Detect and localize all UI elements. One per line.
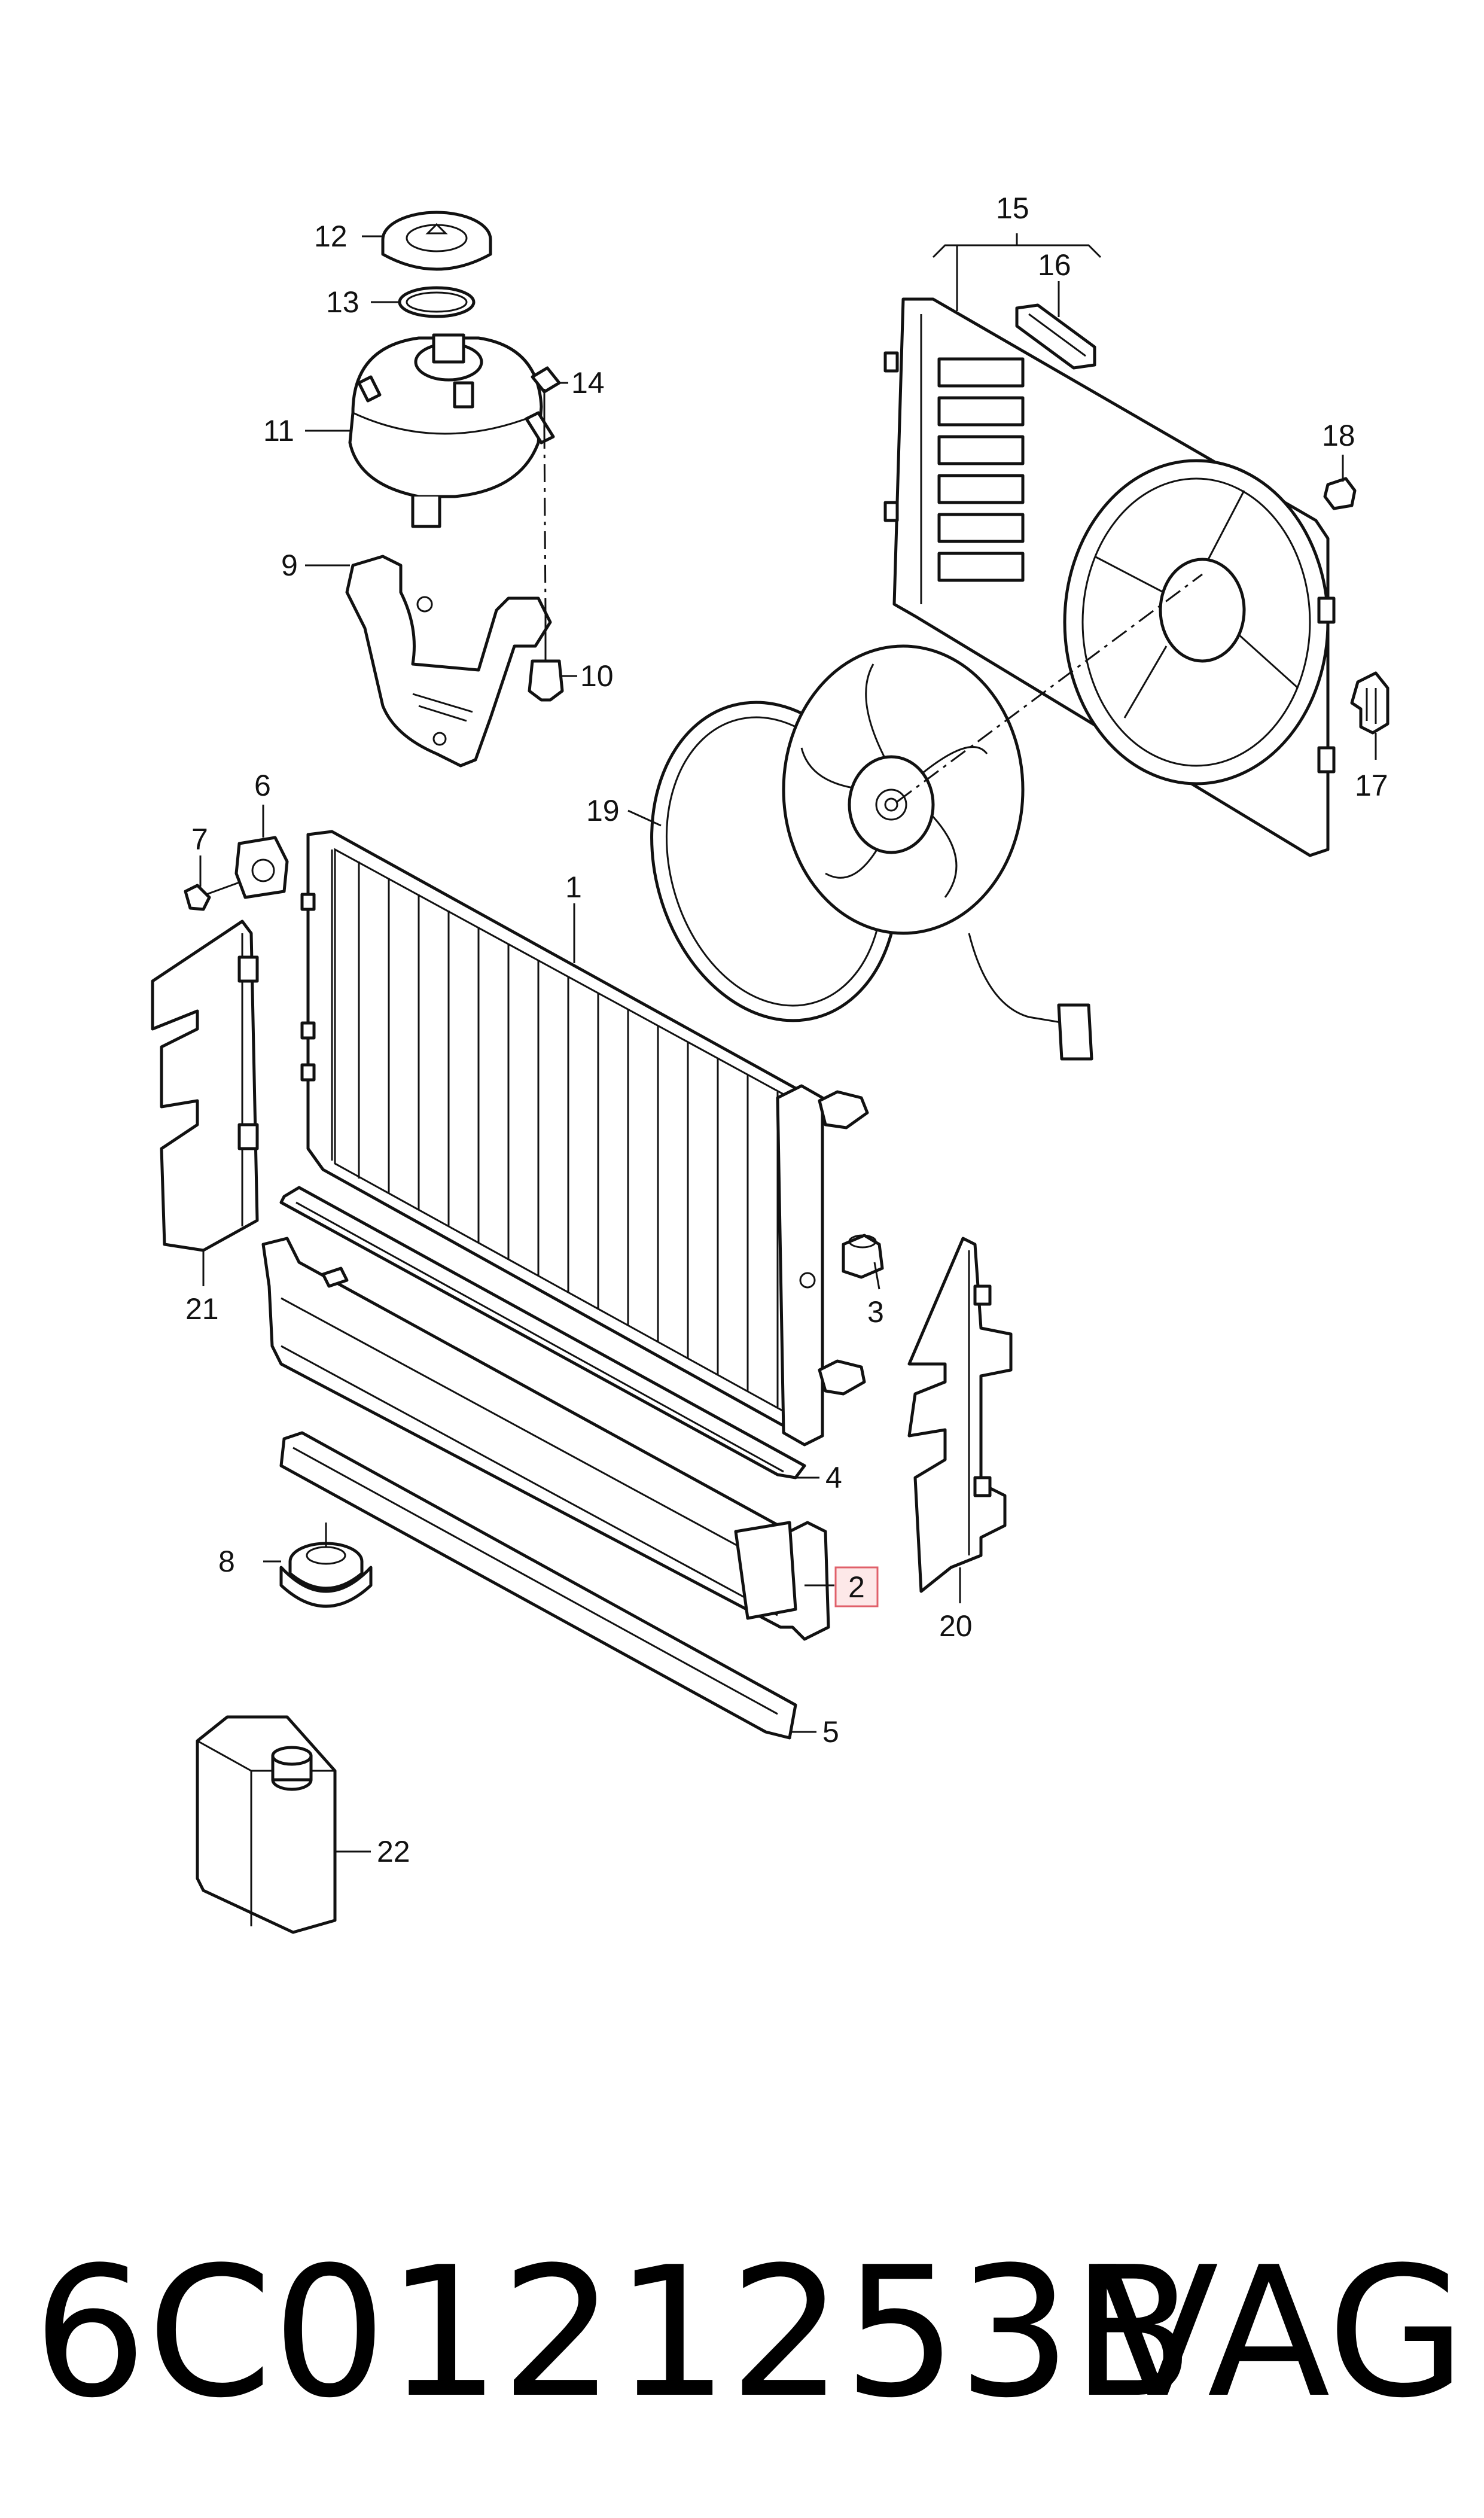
radiator: [300, 830, 869, 1447]
callout-2-highlight: [834, 1566, 879, 1607]
clip-nut: [528, 613, 564, 702]
temp-sensor: [842, 1234, 884, 1279]
callout-4: 4: [825, 1461, 842, 1494]
callout-20: 20: [939, 1609, 973, 1643]
coolant-canister: [196, 1715, 337, 1934]
callout-19: 19: [586, 794, 620, 827]
brand-name: VAG: [1096, 2228, 1466, 2437]
callout-9: 9: [281, 549, 298, 582]
callout-13: 13: [326, 285, 359, 319]
cooling-fan: [650, 644, 1093, 1061]
callout-6: 6: [254, 769, 271, 802]
rubber-grommet: [279, 1523, 373, 1608]
rubber-mount: [234, 836, 289, 899]
callout-3: 3: [867, 1295, 884, 1329]
callout-12: 12: [314, 220, 348, 253]
seal-strip: [1015, 303, 1096, 370]
air-guide-left: [151, 919, 259, 1252]
air-guide-right: [907, 1237, 1013, 1593]
connector-holder: [1350, 671, 1389, 735]
callout-7: 7: [191, 823, 208, 856]
callout-21: 21: [185, 1292, 219, 1326]
callout-22: 22: [377, 1835, 410, 1868]
callout-15: 15: [996, 191, 1029, 225]
callout-10: 10: [580, 659, 614, 693]
callout-8: 8: [218, 1545, 235, 1578]
callout-17: 17: [1355, 769, 1388, 802]
shroud-clip: [1323, 477, 1357, 510]
bolt: [184, 881, 240, 911]
callout-5: 5: [822, 1715, 839, 1749]
exploded-parts-diagram: 12 13 11 14 9 10 15 16 18 17 19 6 7 1 3 …: [151, 191, 1389, 1934]
fan-shroud: [883, 297, 1336, 857]
callout-14: 14: [571, 366, 605, 400]
tank-bracket: [345, 555, 552, 768]
lower-seal-rail: [279, 1431, 797, 1740]
callout-11: 11: [263, 414, 294, 447]
callout-18: 18: [1322, 419, 1355, 452]
expansion-tank: [348, 333, 555, 528]
part-number: 6C0121253B: [33, 2228, 1195, 2437]
intercooler: [261, 1237, 830, 1641]
callout-1: 1: [565, 870, 582, 904]
reservoir-cap: [381, 211, 492, 271]
callout-2: 2: [848, 1570, 865, 1604]
callout-16: 16: [1038, 248, 1071, 282]
